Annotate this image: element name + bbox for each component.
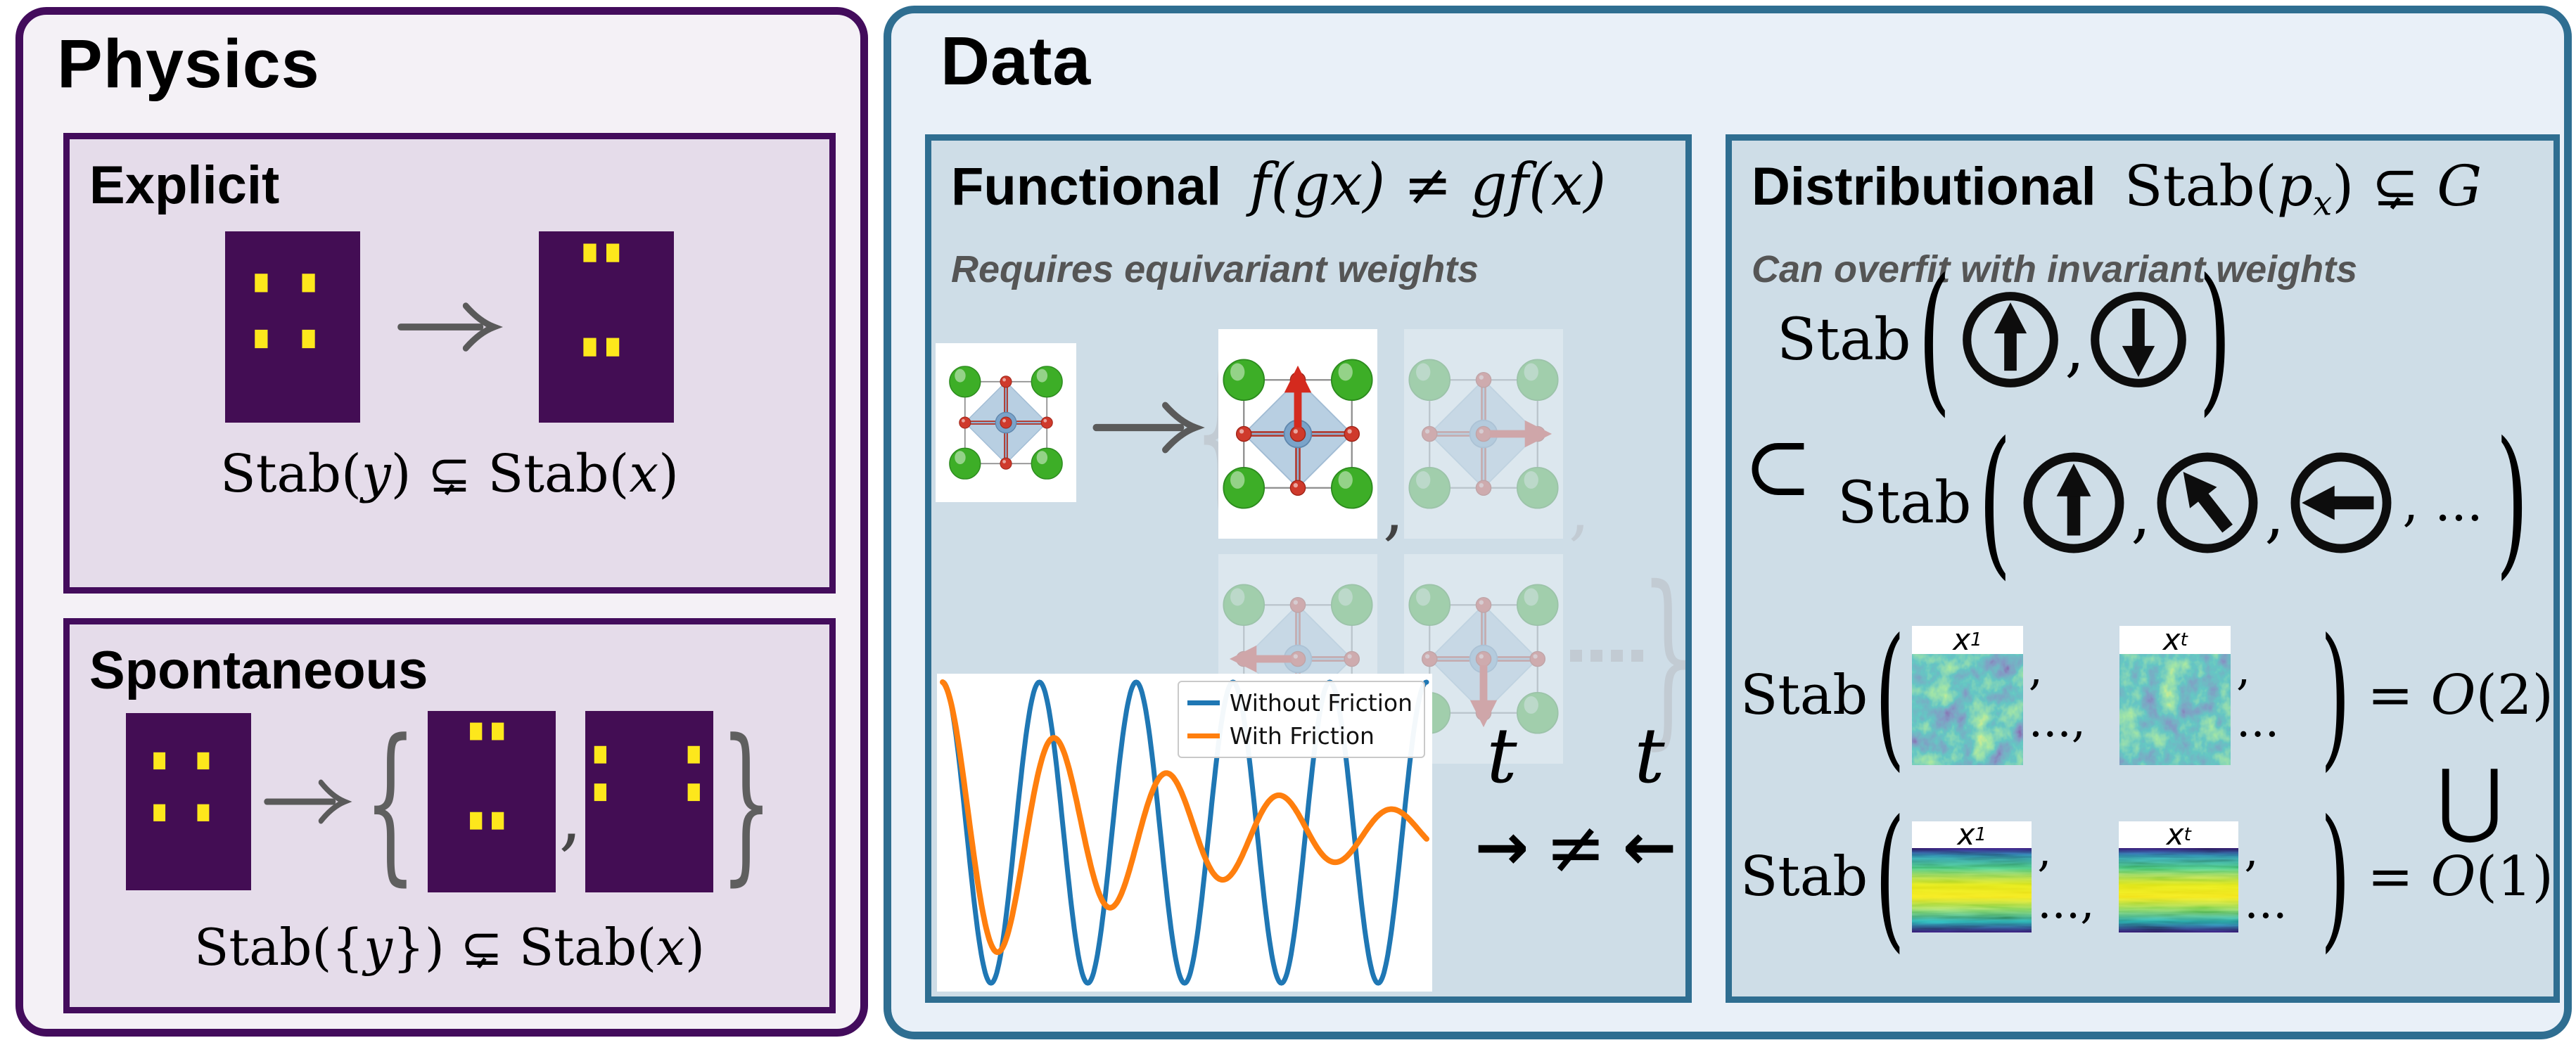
distributional-note: Can overfit with invariant weights <box>1752 248 2358 290</box>
physics-panel: Physics Explicit Stab(y) ⊊ Stab(x) Spont… <box>15 7 868 1037</box>
subset-symbol: ⊂ <box>1743 418 1813 515</box>
distributional-box-label: Distributional <box>1752 157 2096 217</box>
ellipsis: , ..., <box>2028 643 2086 748</box>
paren-open: ( <box>1918 246 1951 432</box>
stab-spins-row-2: Stab ( , , , ... ) <box>1837 422 2536 582</box>
physics-panel-title: Physics <box>57 25 320 102</box>
legend-label: Without Friction <box>1229 689 1413 717</box>
explicit-formula: Stab(y) ⊊ Stab(x) <box>220 444 679 504</box>
spin-up-icon <box>2018 447 2129 558</box>
explicit-box-label: Explicit <box>89 155 280 215</box>
paren-close: ) <box>2320 605 2351 786</box>
not-equal-sign: ≠ <box>1545 804 1607 890</box>
left-arrow-icon: ← <box>1622 809 1677 885</box>
stabilizer-result-o2: = O(2) <box>2367 664 2553 727</box>
stratified-turbulence-image <box>2119 848 2239 932</box>
comma: , <box>2264 478 2285 551</box>
data-panel: Data Functional f(gx) ≠ gf(x) Requires e… <box>884 6 2572 1039</box>
spin-left-icon <box>2285 447 2397 558</box>
paren-close: ) <box>2320 787 2351 967</box>
paren-open: ( <box>1875 787 1906 967</box>
crystal-outcome-up-image <box>1218 329 1377 539</box>
right-arrow-icon: → <box>1474 809 1529 885</box>
stab-prefix: Stab <box>1777 306 1911 373</box>
friction-plot: Without Friction With Friction <box>937 674 1432 992</box>
functional-formula: f(gx) ≠ gf(x) <box>1249 152 1607 219</box>
ellipsis: , ... <box>2244 825 2288 929</box>
legend-swatch-orange <box>1187 733 1220 738</box>
isotropic-turbulence-image <box>1912 654 2023 765</box>
legend-item-without-friction: Without Friction <box>1187 689 1413 717</box>
spontaneous-box: Spontaneous { , } Stab({y}) ⊊ Stab(x) <box>63 618 836 1013</box>
legend-item-with-friction: With Friction <box>1187 722 1413 750</box>
plot-legend: Without Friction With Friction <box>1177 681 1425 758</box>
spontaneous-formula: Stab({y}) ⊊ Stab(x) <box>194 918 705 977</box>
right-arrow-icon <box>261 775 354 828</box>
paren-open: ( <box>1875 605 1906 786</box>
lattice-input-image <box>126 713 252 890</box>
distributional-box: Distributional Stab(px) ⊊ G Can overfit … <box>1726 134 2560 1003</box>
stab-prefix: Stab <box>1837 469 1972 537</box>
spontaneous-box-label: Spontaneous <box>89 641 428 700</box>
spin-down-icon <box>2086 287 2191 392</box>
time-reversal-relation: t t → ≠ ← <box>1460 712 1691 893</box>
legend-swatch-blue <box>1187 700 1220 705</box>
ellipsis: , ... <box>2402 473 2483 532</box>
functional-box-label: Functional <box>951 157 1222 217</box>
ellipsis: , ..., <box>2037 825 2095 929</box>
data-panel-title: Data <box>941 23 1092 99</box>
stab-prefix: Stab <box>1740 845 1868 909</box>
comma: , <box>2131 478 2151 551</box>
set-brace-open: { <box>364 702 417 902</box>
functional-box: Functional f(gx) ≠ gf(x) Requires equiva… <box>925 134 1697 1003</box>
explicit-image-row <box>89 231 810 423</box>
right-arrow-icon <box>1089 397 1207 459</box>
paren-close: ) <box>2495 409 2529 596</box>
time-t-forward: t <box>1486 712 1517 800</box>
ellipsis: , ... <box>2236 643 2280 748</box>
set-comma: , <box>1383 471 1405 549</box>
stabilizer-result-o1: = O(1) <box>2367 845 2553 909</box>
time-t-backward: t <box>1634 712 1665 800</box>
lattice-outcome-1-image <box>428 711 556 892</box>
functional-note: Requires equivariant weights <box>951 248 1479 290</box>
lattice-input-image <box>225 231 360 423</box>
lattice-output-image <box>539 231 674 423</box>
paren-close: ) <box>2198 246 2232 432</box>
set-brace-close: } <box>1640 547 1697 767</box>
spontaneous-image-row: { , } <box>89 711 810 892</box>
stab-prefix: Stab <box>1740 664 1868 727</box>
union-symbol: ⋃ <box>2437 752 2504 847</box>
distributional-formula: Stab(px) ⊊ G <box>2124 153 2482 224</box>
legend-label: With Friction <box>1229 722 1375 750</box>
stab-spins-row-1: Stab ( , ) <box>1777 259 2238 419</box>
right-arrow-icon <box>394 297 505 357</box>
crystal-input-image <box>936 343 1076 502</box>
lattice-outcome-2-image <box>585 711 713 892</box>
ellipsis-dots <box>1570 650 1643 662</box>
comma: , <box>2065 312 2085 385</box>
spin-up-icon <box>1958 287 2063 392</box>
set-comma-faded: , <box>1569 471 1590 549</box>
stratified-turbulence-image <box>1912 848 2032 932</box>
set-comma: , <box>559 774 582 859</box>
paren-open: ( <box>1978 409 2012 596</box>
isotropic-turbulence-image <box>2119 654 2231 765</box>
spin-up-left-icon <box>2152 447 2263 558</box>
explicit-box: Explicit Stab(y) ⊊ Stab(x) <box>63 133 836 594</box>
set-brace-close: } <box>720 702 773 902</box>
crystal-outcome-right-image <box>1404 329 1563 539</box>
